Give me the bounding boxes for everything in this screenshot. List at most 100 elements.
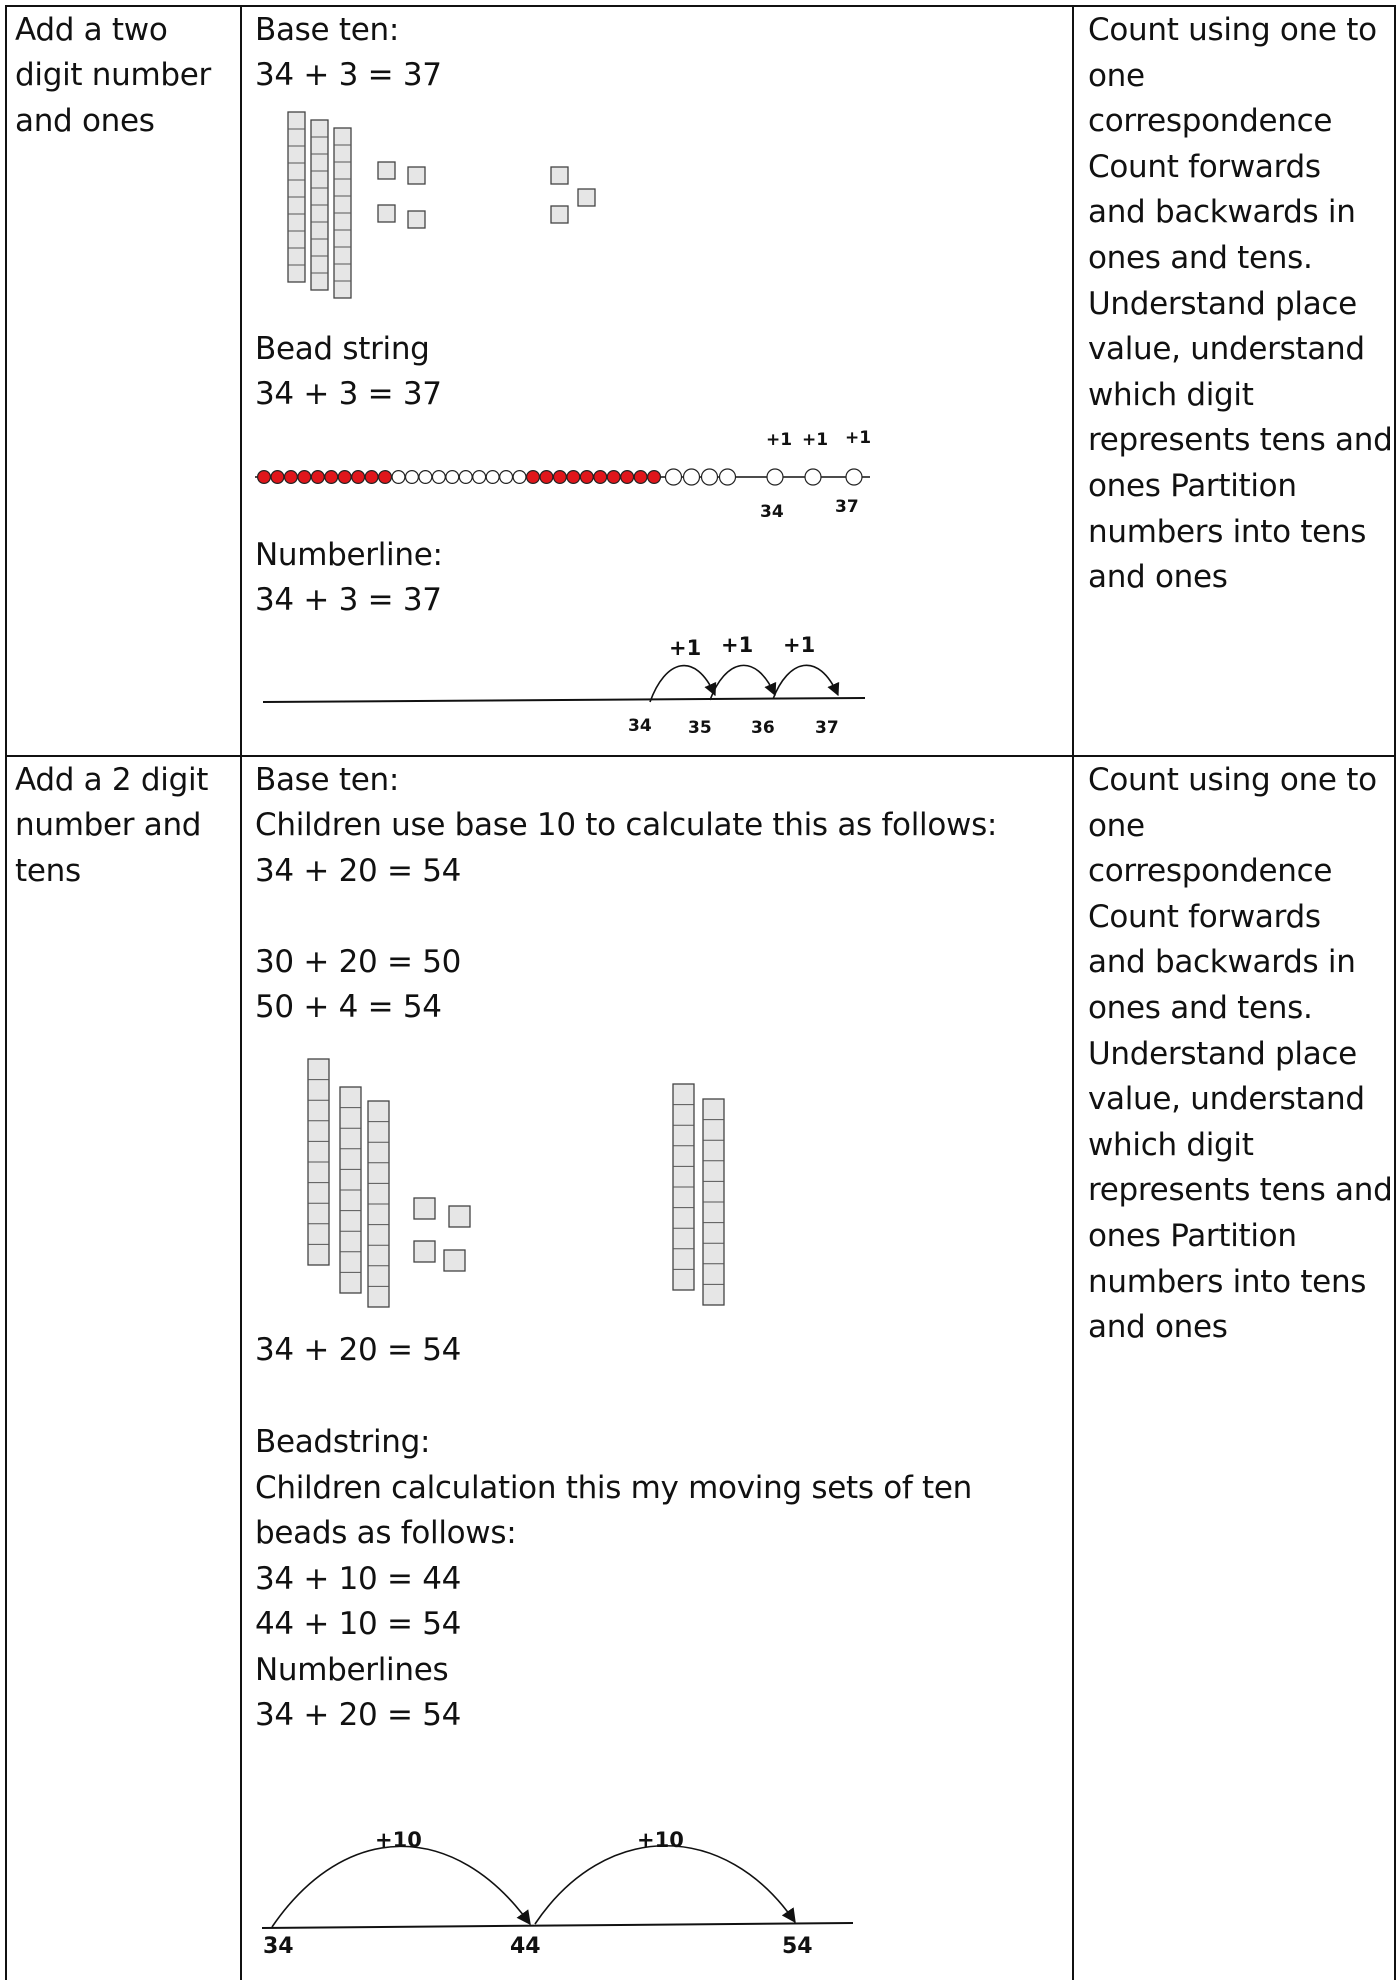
base-ten-blocks-34-plus-3 xyxy=(287,111,596,299)
unit-cube xyxy=(448,1205,471,1228)
bead-white xyxy=(458,469,473,484)
bead-tick-label: 37 xyxy=(835,497,859,517)
bead-red xyxy=(256,469,272,484)
numberline-jump-label: +1 xyxy=(783,633,815,657)
objective-line: Count using one to xyxy=(1088,762,1377,798)
bead-white xyxy=(718,468,737,486)
base-ten-equation: 34 + 3 = 37 xyxy=(255,57,442,93)
bead-red xyxy=(283,469,298,484)
objective-line: which digit xyxy=(1088,376,1254,413)
bead-red xyxy=(378,469,393,484)
objective-line: ones and tens. xyxy=(1088,240,1313,276)
numberline-tick-label: 34 xyxy=(263,1934,294,1959)
bead-jump-label: +1 xyxy=(802,430,828,450)
base-ten-intro: Children use base 10 to calculate this a… xyxy=(255,807,998,843)
table-outer-left xyxy=(5,5,7,1980)
objective-line: and ones xyxy=(1088,1309,1228,1346)
bead-white xyxy=(485,469,500,484)
ten-rod xyxy=(310,119,329,291)
ten-rod xyxy=(307,1058,330,1266)
objective-line: value, understand xyxy=(1088,1081,1365,1118)
objective-line: ones Partition xyxy=(1088,468,1297,504)
objective-line: which digit xyxy=(1088,1126,1254,1163)
bead-string-diagram: +1 +1 +1 34 37 xyxy=(255,428,871,522)
table-col-divider-2 xyxy=(1072,5,1074,1980)
bead-white xyxy=(664,468,683,486)
numberline-jump-label: +1 xyxy=(669,636,701,660)
unit-cube xyxy=(550,205,569,224)
table-row-divider xyxy=(5,755,1396,757)
row2-heading-line: number and xyxy=(15,807,202,843)
bead-white xyxy=(845,468,863,486)
beadstring-label: Beadstring: xyxy=(255,1424,431,1460)
bead-white xyxy=(499,469,514,484)
row2-heading-line: Add a 2 digit xyxy=(15,762,209,798)
unit-cube xyxy=(443,1249,466,1272)
bead-white xyxy=(431,469,446,484)
unit-cube xyxy=(377,204,396,223)
base-ten-blocks-34-plus-20 xyxy=(307,1058,725,1308)
ten-rod xyxy=(339,1086,362,1294)
numberlines-label: Numberlines xyxy=(255,1652,449,1688)
numberline-tick-label: 34 xyxy=(628,716,652,736)
ten-rod xyxy=(287,111,306,283)
bead-white xyxy=(804,468,822,486)
objective-line: numbers into tens xyxy=(1088,1263,1367,1300)
bead-tick-label: 34 xyxy=(760,502,784,522)
objective-line: Understand place xyxy=(1088,1035,1357,1072)
row1-heading-line: Add a two xyxy=(15,12,168,48)
objective-line: ones Partition xyxy=(1088,1218,1297,1254)
bead-red xyxy=(552,469,567,484)
base-ten-label: Base ten: xyxy=(255,12,399,48)
unit-cube xyxy=(413,1197,436,1220)
bead-white xyxy=(391,469,406,484)
unit-cube xyxy=(577,188,596,207)
numberline-diagram-ones: +1 +1 +1 34 35 36 37 xyxy=(262,633,866,738)
bead-red xyxy=(539,469,554,484)
ten-rod xyxy=(367,1100,390,1308)
beadstring-line: Children calculation this my moving sets… xyxy=(255,1470,973,1506)
objective-line: represents tens and xyxy=(1088,422,1393,459)
bead-red xyxy=(606,469,621,484)
bead-red xyxy=(526,469,541,484)
beadstring-line: beads as follows: xyxy=(255,1515,517,1551)
table-col-divider-1 xyxy=(240,5,242,1980)
numberline-tick-label: 37 xyxy=(815,718,839,738)
bead-white xyxy=(512,469,527,484)
numberline-diagram-tens: +10 +10 34 44 54 xyxy=(261,1828,854,1959)
numberline-jump-label: +10 xyxy=(375,1828,422,1852)
bead-red xyxy=(364,469,379,484)
numberline-jump-label: +1 xyxy=(721,633,753,657)
ten-rod xyxy=(672,1083,695,1291)
unit-cube xyxy=(407,166,426,185)
numberline-tick-label: 44 xyxy=(510,1934,541,1959)
objective-line: Count forwards xyxy=(1088,148,1321,185)
base-ten-step: 30 + 20 = 50 xyxy=(255,944,462,980)
objective-line: numbers into tens xyxy=(1088,513,1367,550)
row2-heading-line: tens xyxy=(15,853,81,889)
bead-string-equation: 34 + 3 = 37 xyxy=(255,376,442,412)
ten-rod xyxy=(702,1098,725,1306)
bead-red xyxy=(337,469,352,484)
bead-red xyxy=(310,469,325,484)
base-ten-result: 34 + 20 = 54 xyxy=(255,1332,462,1368)
row1-heading-line: digit number xyxy=(15,57,211,93)
base-ten-equation: 34 + 20 = 54 xyxy=(255,853,462,889)
table-outer-right xyxy=(1394,5,1396,1980)
numberlines-equation: 34 + 20 = 54 xyxy=(255,1697,462,1733)
unit-cube xyxy=(407,210,426,229)
base-ten-label: Base ten: xyxy=(255,762,399,798)
bead-white xyxy=(700,468,719,486)
table-outer-top xyxy=(5,5,1396,7)
numberline-tick-label: 54 xyxy=(782,1934,813,1959)
objective-line: one xyxy=(1088,807,1145,844)
unit-cube xyxy=(550,166,569,185)
objective-line: value, understand xyxy=(1088,331,1365,368)
objective-line: correspondence xyxy=(1088,103,1333,140)
objective-line: Count forwards xyxy=(1088,898,1321,935)
bead-red xyxy=(566,469,581,484)
numberline-label: Numberline: xyxy=(255,537,443,573)
objective-line: correspondence xyxy=(1088,853,1333,890)
objective-line: and backwards in xyxy=(1088,194,1356,231)
objective-line: represents tens and xyxy=(1088,1172,1393,1209)
